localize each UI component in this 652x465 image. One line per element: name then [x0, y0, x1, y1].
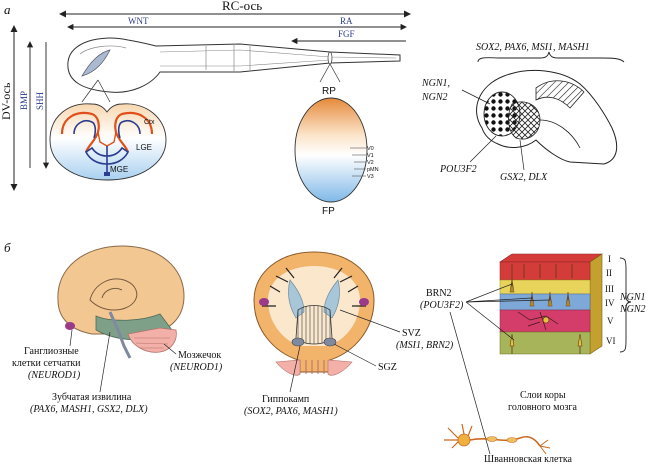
genes-brace [477, 51, 625, 63]
schwann-label: Шванновская клетка [484, 454, 573, 465]
cortex-caption-line1: Слои коры [520, 390, 566, 401]
shh-label: SHH [35, 91, 45, 110]
connector-line [97, 79, 111, 103]
domain-v3: V3 [367, 174, 374, 180]
dentate-pointer [99, 331, 111, 393]
layer-brace [619, 257, 632, 353]
layer-III: III [605, 284, 614, 294]
ngn-line2: NGN2 [421, 92, 448, 103]
cerebellum-pointer [163, 343, 177, 355]
ngn-pointer [461, 89, 491, 105]
domain-v2: V2 [367, 160, 374, 166]
gsx2-dlx-label: GSX2, DLX [500, 172, 548, 183]
ganglion-line1: Ганглиозные [24, 346, 79, 357]
pou3f2-label: POU3F2 [439, 164, 477, 175]
wnt-label: WNT [128, 16, 149, 26]
brn2-pointer [465, 301, 515, 341]
dentate-line2: (PAX6, MASH1, GSX2, DLX) [30, 404, 148, 415]
spinal-section-marker [327, 51, 333, 65]
neural-tube-sideview [67, 37, 401, 93]
hippocampus-hatched [295, 305, 333, 345]
schwann-cell [444, 423, 551, 455]
ngn-line1: NGN1, [421, 78, 450, 89]
lge-label: LGE [136, 143, 152, 152]
cerebellum-line1: Мозжечок [178, 350, 221, 361]
panel-a-label: а [4, 2, 11, 17]
gsx2-pointer [519, 139, 525, 171]
forebrain-vesicle [81, 49, 111, 77]
retina-marker [65, 322, 75, 330]
svz-pointer [339, 309, 401, 333]
ganglion-pointer [69, 329, 73, 347]
sgz-label: SGZ [378, 362, 397, 373]
ganglion-line2: клетки сетчатки [12, 358, 81, 369]
sagittal-brain [57, 245, 185, 359]
rp-label: RP [322, 86, 336, 97]
fgf-label: FGF [338, 29, 355, 39]
forebrain-cross-section [49, 103, 167, 181]
layer-I: I [608, 254, 611, 264]
layer-V: V [607, 316, 614, 326]
cerebellum [127, 327, 177, 353]
ventral-domain-lines [350, 147, 366, 177]
connector-line [319, 63, 331, 83]
ganglion-line3: (NEUROD1) [28, 370, 81, 381]
mge-label: MGE [110, 165, 128, 174]
hippocampus-line1: Гиппокамп [262, 394, 310, 405]
crosshatch-region [508, 101, 541, 140]
dentate-line1: Зубчатая извилина [52, 392, 132, 403]
connector-line [329, 63, 341, 83]
embryo-brain-outline [476, 69, 618, 165]
svz-label: SVZ [402, 328, 421, 339]
neuro-top-genes: SOX2, PAX6, MSI1, MASH1 [476, 42, 590, 53]
brn2-pou-label: (POU3F2) [420, 300, 464, 311]
domain-v1: V1 [367, 153, 374, 159]
dv-axis-label: DV-ось [0, 82, 13, 120]
domain-v0: V0 [367, 146, 374, 152]
brn2-pointer [465, 297, 533, 303]
hatched-region [535, 80, 585, 109]
panel-b-label: б [4, 240, 11, 255]
cerebellum-line2: (NEUROD1) [170, 362, 223, 373]
brn2-label: BRN2 [426, 288, 452, 299]
fp-label: FP [322, 206, 335, 217]
cortex-layer-block [499, 253, 603, 355]
ctx-label: Ctx [144, 119, 155, 126]
sgz-pointer [333, 343, 377, 367]
hippocampus-line2: (SOX2, PAX6, MASH1) [244, 406, 338, 417]
spinal-cord-section [294, 97, 368, 203]
cortex-caption-line2: головного мозга [508, 402, 578, 413]
layer-II: II [606, 268, 612, 278]
layer-IV: IV [605, 298, 615, 308]
layer-VI: VI [606, 336, 616, 346]
svz-genes: (MSI1, BRN2) [396, 340, 454, 351]
rc-axis-label: RC-ось [222, 0, 262, 13]
brn2-pointer [465, 283, 513, 303]
ra-label: RA [340, 16, 353, 26]
brn2-pointer [465, 299, 551, 303]
cortex-ngn2: NGN2 [619, 304, 646, 315]
brainstem-stalk [108, 311, 132, 359]
pou3f2-pointer [469, 135, 497, 163]
schwann-pointer [449, 311, 491, 455]
cortex-ngn1: NGN1 [619, 292, 646, 303]
domain-pmn: pMN [367, 167, 379, 173]
connector-line [81, 79, 99, 103]
bmp-label: BMP [19, 91, 29, 110]
hippocampus-pointer [289, 345, 301, 393]
coronal-brain [253, 251, 375, 376]
